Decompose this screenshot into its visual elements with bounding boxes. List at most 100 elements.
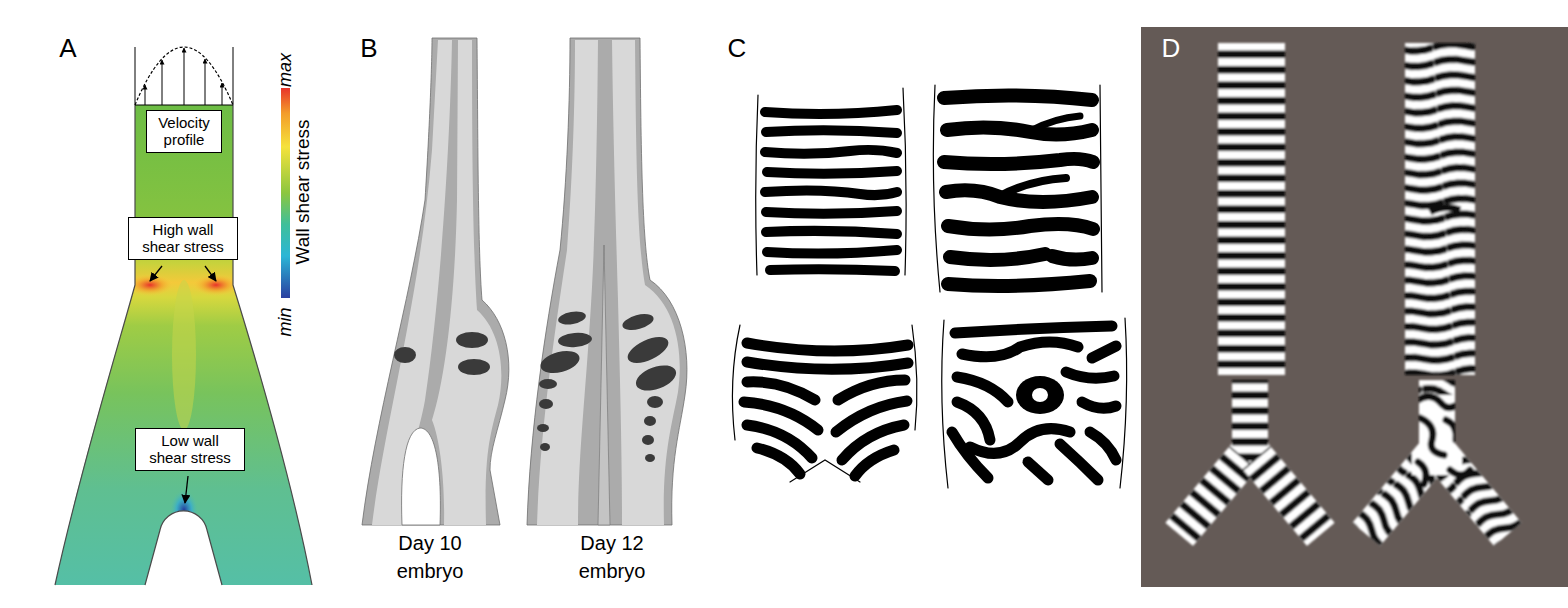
bifurcation-model xyxy=(55,105,312,585)
turing-bifurcation xyxy=(1159,375,1350,565)
limb-day12-part xyxy=(557,332,592,349)
stripe-pattern-part-part xyxy=(970,429,1070,454)
limb-day12-part xyxy=(612,40,680,525)
turing-bifurcation-part-part-part xyxy=(1418,396,1458,407)
turing-stripes-part xyxy=(1405,43,1475,375)
limb-day12-part xyxy=(645,454,655,462)
stripe-pattern-part-part xyxy=(766,231,897,234)
turing-bifurcation-part-part-part xyxy=(1418,462,1426,484)
velocity-profile-part xyxy=(135,47,233,105)
velocity-profile xyxy=(135,47,233,105)
limb-day10-part xyxy=(362,38,509,525)
limb-day12 xyxy=(527,38,687,525)
stripe-pattern-part xyxy=(756,95,758,275)
stripe-pattern-part xyxy=(1030,116,1080,131)
turing-bifurcation-part xyxy=(1345,375,1535,565)
limb-day12-part xyxy=(539,399,553,409)
turing-bifurcation-part-part xyxy=(1159,446,1257,553)
stripe-pattern-part-part xyxy=(944,159,1093,164)
stripe-pattern-part-part xyxy=(767,171,897,174)
stripe-pattern-part-part xyxy=(747,362,908,369)
stripe-pattern-part-part xyxy=(944,95,1092,100)
stripe-pattern-part xyxy=(732,325,740,440)
turing-bifurcation-part-part xyxy=(1160,375,1350,565)
stripe-pattern-part-part xyxy=(1092,346,1116,358)
stripe-pattern xyxy=(933,85,1102,292)
stripe-pattern-part-part xyxy=(946,190,1092,202)
turing-bifurcation-part-part xyxy=(1418,396,1470,484)
stripe-pattern-part xyxy=(765,110,897,271)
limb-day12-part xyxy=(598,245,610,525)
stripe-pattern-part-part xyxy=(747,382,815,400)
stripe-pattern-part-part xyxy=(1028,462,1048,480)
stripe-pattern-part-part xyxy=(955,326,1112,333)
stripe-pattern-part xyxy=(1100,85,1102,292)
stripe-pattern-part-part xyxy=(765,190,897,195)
stripe-pattern-part xyxy=(1000,178,1066,196)
limb-day10 xyxy=(362,38,509,525)
turing-bifurcation-part-part xyxy=(1345,375,1535,565)
limb-day10-part xyxy=(432,40,501,525)
stripe-pattern-part xyxy=(952,326,1116,480)
scale-max: max xyxy=(276,53,296,87)
callout-box: Low wall shear stress xyxy=(135,428,245,471)
turing-bifurcation-part-part-part xyxy=(1450,470,1470,475)
bifurcation-model-part xyxy=(55,105,312,585)
velocity-profile-part xyxy=(162,60,163,105)
velocity-profile-part xyxy=(135,47,136,105)
limb-day12-part xyxy=(537,424,549,432)
limb-day10-part xyxy=(394,347,416,363)
stripe-pattern-part-part xyxy=(757,448,800,474)
stripe-pattern xyxy=(756,88,906,275)
stripe-pattern-part-part xyxy=(838,380,905,400)
stripe-pattern-part-part xyxy=(766,211,897,214)
stripe-pattern-part-part xyxy=(1090,432,1116,460)
turing-bifurcation-part-part xyxy=(1243,446,1341,553)
turing-stripes xyxy=(1218,43,1285,375)
limb-day12-part xyxy=(621,311,656,333)
stripe-pattern-part-part xyxy=(957,402,990,440)
stripe-pattern-part-part xyxy=(950,254,1045,260)
stripe-pattern-part-part xyxy=(948,281,1090,286)
stripe-pattern-part xyxy=(903,88,906,275)
turing-bifurcation-part-part-part xyxy=(1446,420,1456,440)
limb-day12-part xyxy=(647,396,663,408)
stripe-pattern-part xyxy=(1016,376,1064,414)
stage-label: Day 12 embryo xyxy=(562,529,662,585)
stripe-pattern-part-part xyxy=(947,127,1092,134)
turing-bifurcation-part xyxy=(1159,375,1350,565)
stripe-pattern-part-part xyxy=(1052,256,1092,260)
velocity-profile-part xyxy=(205,59,206,105)
stripe-pattern-part-part xyxy=(855,450,894,476)
callout-text: High wall shear stress xyxy=(136,221,230,256)
stripe-pattern-part-part xyxy=(766,130,897,133)
stripe-pattern-part-part xyxy=(765,110,897,114)
stripe-pattern-part-part xyxy=(957,377,1008,402)
scale-min: min xyxy=(276,307,296,336)
limb-day12-part xyxy=(537,40,598,525)
stripe-pattern-part xyxy=(942,320,948,488)
limb-day12-part xyxy=(642,435,654,445)
leader-arrow-part xyxy=(185,476,188,503)
limb-day12-part xyxy=(624,332,672,369)
shear-hotspots-part xyxy=(172,280,196,430)
leader-arrow-part xyxy=(205,266,216,281)
limb-day12-part xyxy=(644,416,656,426)
stripe-pattern-part xyxy=(933,85,940,292)
colorbar-title: Wall shear stress xyxy=(293,120,314,265)
limb-day10-part xyxy=(458,359,490,375)
turing-stripes xyxy=(1405,43,1475,375)
limb-day12-part xyxy=(539,379,557,389)
turing-stripes-part xyxy=(1430,207,1460,212)
bifurcation-model-part xyxy=(55,105,312,585)
turing-stripes-part xyxy=(1218,43,1285,375)
stripe-pattern-part-part xyxy=(770,269,895,271)
turing-bifurcation xyxy=(1345,375,1535,565)
shear-hotspots xyxy=(126,274,240,530)
stripe-pattern-part xyxy=(1032,388,1048,402)
stripe-pattern-part-part xyxy=(765,150,897,154)
stripe-pattern-part-part xyxy=(747,343,908,351)
limb-day12-part xyxy=(527,38,687,525)
velocity-profile-part xyxy=(222,83,223,105)
